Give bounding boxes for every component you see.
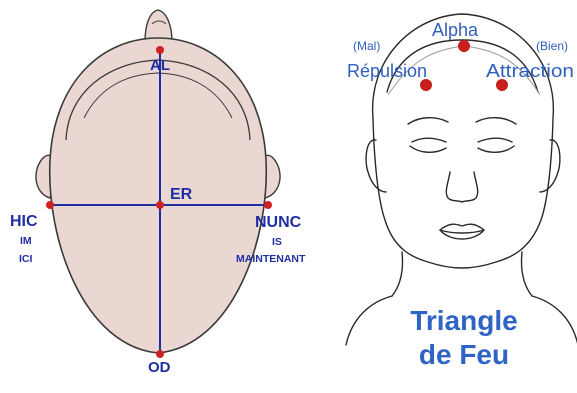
point-er xyxy=(156,201,164,209)
nose-outline xyxy=(145,10,172,42)
point-od xyxy=(156,350,164,358)
point-alpha xyxy=(458,40,470,52)
label-mal: (Mal) xyxy=(353,39,380,53)
point-al xyxy=(156,46,164,54)
mouth-line xyxy=(440,230,484,233)
left-eyebrow xyxy=(408,118,448,124)
label-repulsion: Répulsion xyxy=(347,61,427,81)
title-line-2: de Feu xyxy=(419,339,509,370)
nose xyxy=(446,172,477,202)
label-al: AL xyxy=(150,57,170,74)
label-od: OD xyxy=(148,359,171,376)
neck-left xyxy=(392,252,403,296)
head-outline xyxy=(50,38,267,353)
title-line-1: Triangle xyxy=(410,305,517,336)
neck-right xyxy=(521,252,532,296)
label-attraction: Attraction xyxy=(486,61,574,81)
right-labels: Alpha (Mal) Répulsion (Bien) Attraction … xyxy=(347,20,574,370)
label-er: ER xyxy=(170,186,193,203)
label-nunc-sub1: IS xyxy=(272,236,282,248)
left-eye xyxy=(410,146,446,152)
top-view-head: AL ER OD HIC IM ICI NUNC IS MAINTENANT xyxy=(10,10,306,376)
label-nunc: NUNC xyxy=(255,214,302,231)
label-hic: HIC xyxy=(10,213,38,230)
label-hic-sub1: IM xyxy=(20,235,32,247)
right-eye xyxy=(478,146,514,152)
right-eyebrow xyxy=(476,118,516,124)
point-nunc xyxy=(264,201,272,209)
label-alpha: Alpha xyxy=(432,20,479,40)
mouth-upper xyxy=(440,224,484,230)
face-outline xyxy=(373,14,554,268)
label-hic-sub2: ICI xyxy=(19,253,33,265)
label-bien: (Bien) xyxy=(536,39,568,53)
label-nunc-sub2: MAINTENANT xyxy=(236,253,306,265)
point-hic xyxy=(46,201,54,209)
left-eye-lid xyxy=(412,138,446,142)
right-eye-lid xyxy=(478,138,512,142)
